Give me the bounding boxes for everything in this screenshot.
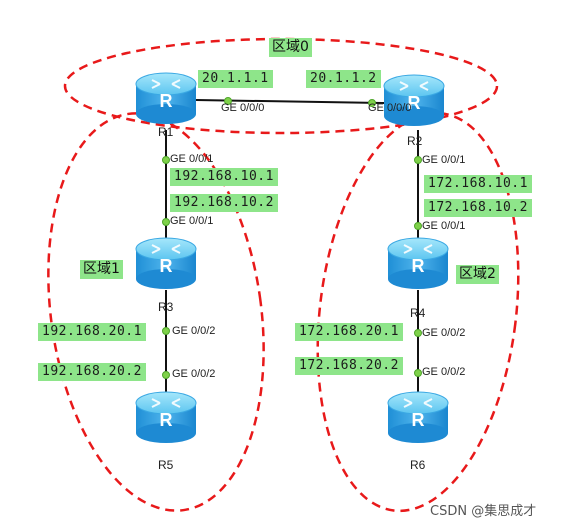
router-name-r4: R4 [410, 306, 426, 320]
router-icon [135, 237, 197, 290]
port-dots [162, 97, 422, 379]
router-icon [135, 391, 197, 444]
port-label-r6-ge002: GE 0/0/2 [422, 366, 466, 378]
port-dot [224, 97, 232, 105]
area2-label: 区域2 [456, 265, 499, 284]
ip-label-r5-ge002: 192.168.20.2 [38, 363, 146, 381]
port-dot [414, 222, 422, 230]
port-dot [162, 156, 170, 164]
port-label-r4-ge001: GE 0/0/1 [422, 220, 466, 232]
area0-boundary [63, 37, 499, 135]
router-icon [135, 72, 197, 125]
ip-label-r4-ge002: 172.168.20.1 [295, 323, 403, 341]
router-name-r1: R1 [158, 125, 174, 139]
port-label-r2-ge000: GE 0/0/0 [368, 102, 412, 114]
area1-label: 区域1 [80, 260, 123, 279]
ip-label-r3-ge002: 192.168.20.1 [38, 323, 146, 341]
ip-label-r6-ge002: 172.168.20.2 [295, 357, 403, 375]
port-label-r2-ge001: GE 0/0/1 [422, 154, 466, 166]
port-dot [162, 371, 170, 379]
port-dot [414, 369, 422, 377]
port-label-r3-ge001: GE 0/0/1 [170, 215, 214, 227]
router-name-r2: R2 [407, 134, 423, 148]
ip-label-r3-ge001: 192.168.10.2 [170, 194, 278, 212]
area1-boundary [47, 112, 265, 512]
router-name-r6: R6 [410, 458, 426, 472]
router-icon [383, 74, 445, 127]
router-icon [387, 237, 449, 290]
port-label-r1-ge001: GE 0/0/1 [170, 153, 214, 165]
port-label-r3-ge002: GE 0/0/2 [172, 325, 216, 337]
router-name-r3: R3 [158, 300, 174, 314]
port-label-r1-ge000: GE 0/0/0 [221, 102, 265, 114]
area0-label: 区域0 [269, 38, 312, 57]
port-dot [414, 156, 422, 164]
ip-label-r1-ge001: 192.168.10.1 [170, 168, 278, 186]
port-dot [368, 99, 376, 107]
ip-label-r4-ge001: 172.168.10.2 [424, 199, 532, 217]
router-name-r5: R5 [158, 458, 174, 472]
router-icon [387, 391, 449, 444]
port-dot [414, 329, 422, 337]
port-dot [162, 218, 170, 226]
port-label-r4-ge002: GE 0/0/2 [422, 327, 466, 339]
watermark: CSDN @集思成才 [430, 504, 537, 519]
ip-label-r2-ge000: 20.1.1.2 [306, 70, 381, 88]
ip-label-r2-ge001: 172.168.10.1 [424, 175, 532, 193]
ip-label-r1-ge000: 20.1.1.1 [198, 70, 273, 88]
port-dot [162, 327, 170, 335]
port-label-r5-ge002: GE 0/0/2 [172, 368, 216, 380]
